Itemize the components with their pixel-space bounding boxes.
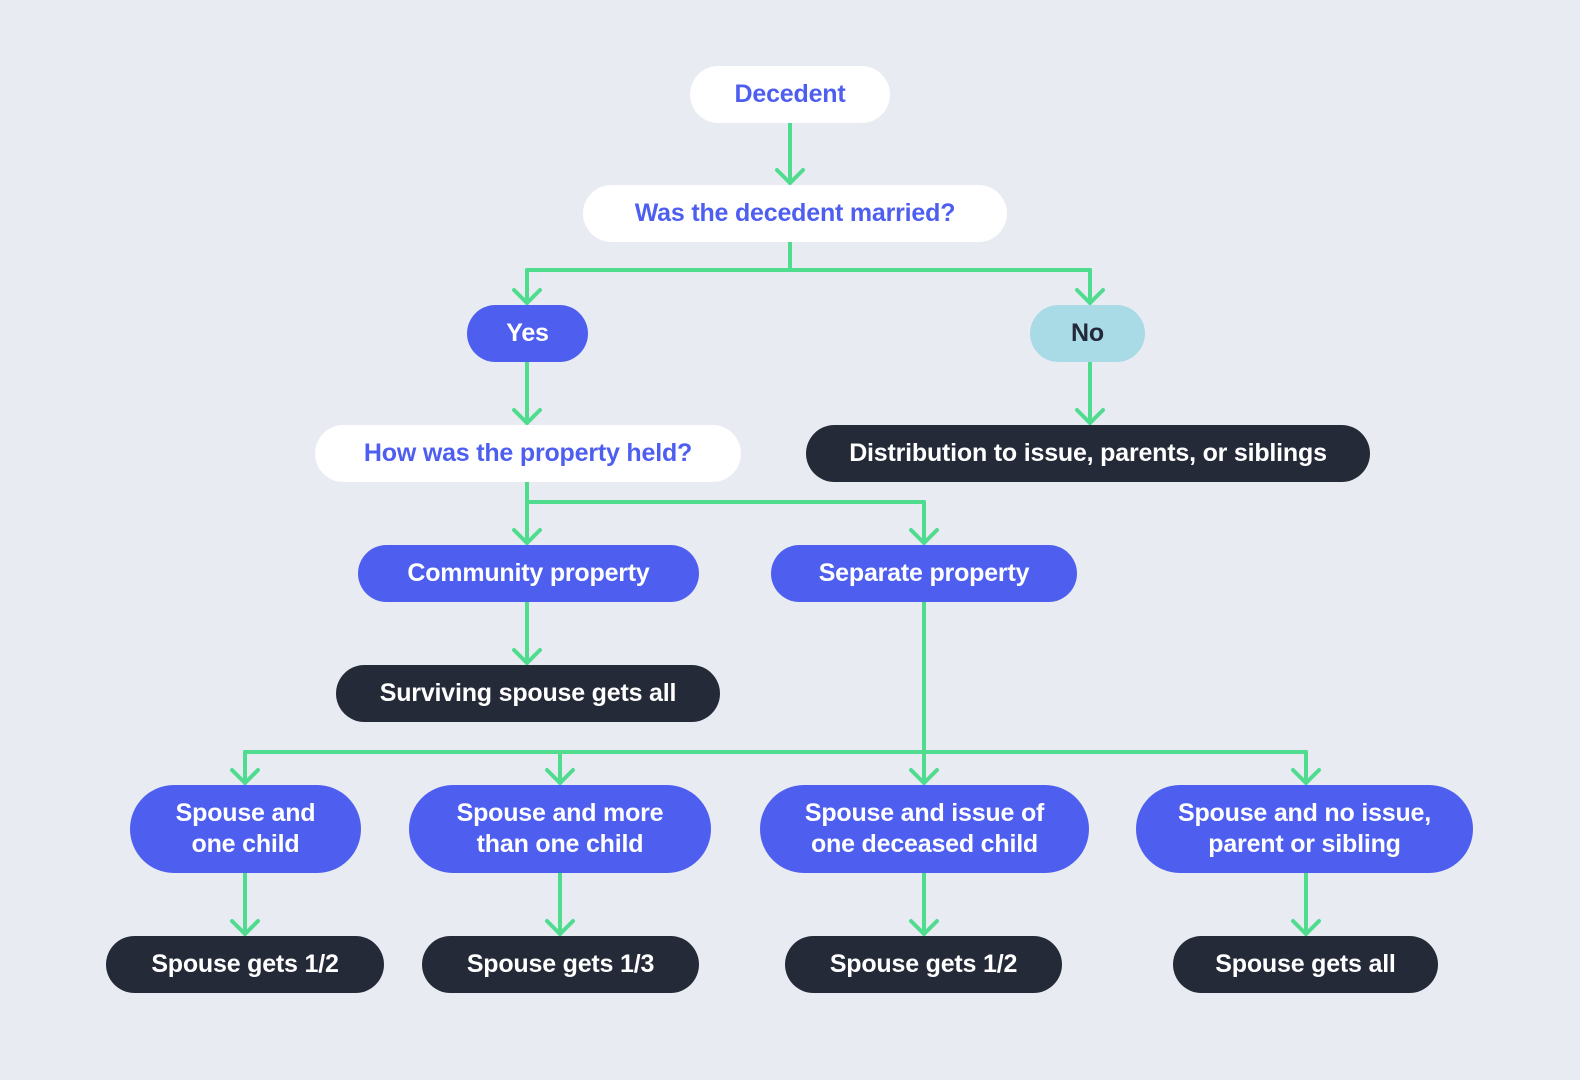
arrow-decedent-married-arrowhead [775, 168, 805, 185]
node-spouse-gets-all: Spouse gets all [1173, 936, 1438, 993]
arrow-more-children-third-arrowhead [545, 919, 575, 936]
arrow-community-surviving-arrowhead [512, 648, 542, 665]
arrow-yes-property-arrowhead [512, 408, 542, 425]
arrow-no-distribution-arrowhead [1075, 408, 1105, 425]
node-decedent: Decedent [690, 66, 890, 123]
node-yes: Yes [467, 305, 588, 362]
node-married-question: Was the decedent married? [583, 185, 1007, 242]
connector-separate-split [243, 600, 1308, 754]
node-spouse-gets-third: Spouse gets 1/3 [422, 936, 699, 993]
node-spouse-gets-half-a: Spouse gets 1/2 [106, 936, 384, 993]
node-surviving-spouse-all: Surviving spouse gets all [336, 665, 720, 722]
node-spouse-issue-deceased-child: Spouse and issue of one deceased child [760, 785, 1089, 873]
node-spouse-more-children: Spouse and more than one child [409, 785, 711, 873]
node-community-property: Community property [358, 545, 699, 602]
node-property-question: How was the property held? [315, 425, 741, 482]
node-separate-property: Separate property [771, 545, 1077, 602]
node-spouse-gets-half-b: Spouse gets 1/2 [785, 936, 1062, 993]
arrow-to-issue-deceased-arrowhead [909, 768, 939, 785]
arrow-to-yes-arrowhead [512, 288, 542, 305]
node-no: No [1030, 305, 1145, 362]
arrow-one-child-half-arrowhead [230, 919, 260, 936]
connector-married-split [525, 240, 1092, 272]
arrow-no-issue-all-arrowhead [1291, 919, 1321, 936]
arrow-to-no-arrowhead [1075, 288, 1105, 305]
connector-property-split [525, 480, 926, 504]
node-spouse-no-issue: Spouse and no issue, parent or sibling [1136, 785, 1473, 873]
arrow-to-community-arrowhead [512, 528, 542, 545]
arrow-to-one-child-arrowhead [230, 768, 260, 785]
arrow-issue-deceased-half-arrowhead [909, 919, 939, 936]
arrow-to-more-children-arrowhead [545, 768, 575, 785]
node-spouse-one-child: Spouse and one child [130, 785, 361, 873]
arrow-to-separate-arrowhead [909, 528, 939, 545]
node-distribution: Distribution to issue, parents, or sibli… [806, 425, 1370, 482]
arrow-to-no-issue-arrowhead [1291, 768, 1321, 785]
